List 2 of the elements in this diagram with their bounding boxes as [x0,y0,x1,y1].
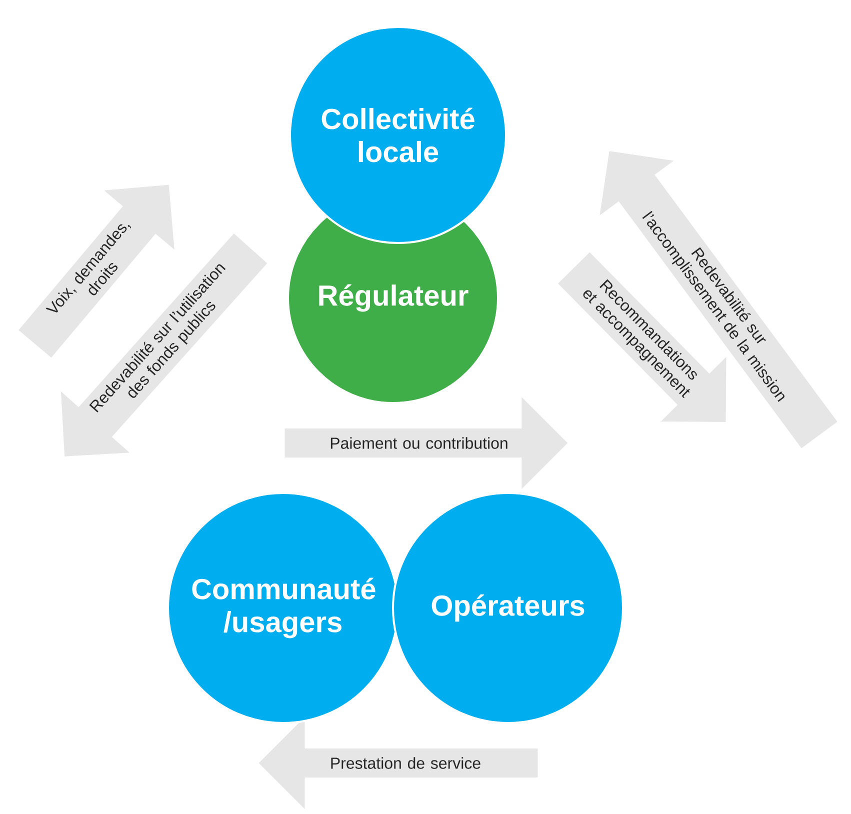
pointer-banner: Prestation de service [258,717,538,809]
pointer-banner: Paiement ou contribution [284,397,568,489]
